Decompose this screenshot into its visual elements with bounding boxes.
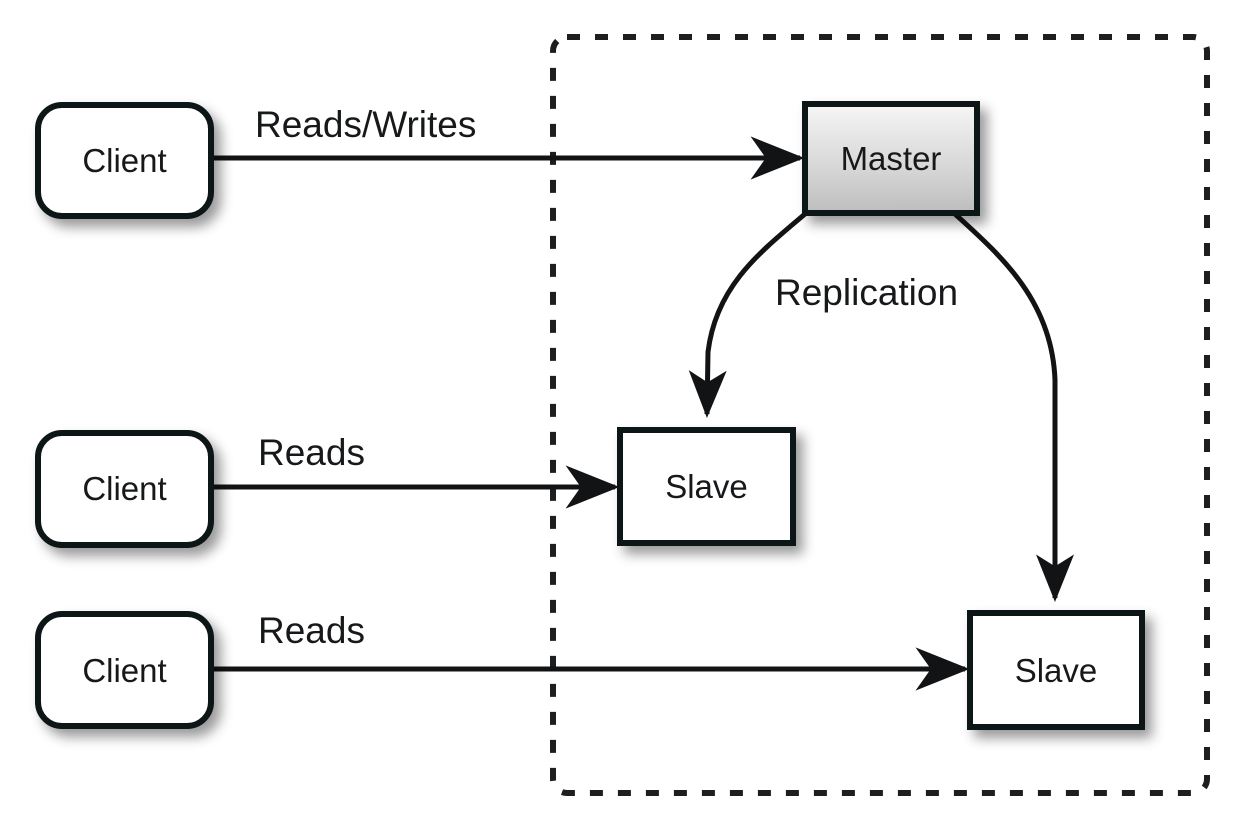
node-slave-1[interactable]: Slave: [617, 427, 796, 546]
slave-2-box[interactable]: [967, 610, 1145, 730]
client-2-label: Client: [82, 470, 166, 507]
node-client-3[interactable]: Client: [35, 611, 214, 729]
master-label: Master: [841, 140, 942, 177]
client-3-label: Client: [82, 652, 166, 689]
edge-master-to-slave1: [688, 212, 807, 418]
slave-2-label: Slave: [1015, 652, 1098, 689]
edge-curve-replication-right: [953, 212, 1074, 602]
slave-1-box[interactable]: [617, 427, 796, 546]
node-master[interactable]: Master: [802, 101, 980, 216]
node-client-2[interactable]: Client: [35, 430, 214, 548]
edge-label-reads-slave2: Reads: [258, 610, 365, 651]
slave-1-label: Slave: [665, 468, 748, 505]
client-3-box[interactable]: [35, 611, 214, 729]
master-box[interactable]: [802, 101, 980, 216]
node-client-1[interactable]: Client: [35, 102, 214, 219]
node-slave-2[interactable]: Slave: [967, 610, 1145, 730]
edge-label-replication: Replication: [775, 272, 958, 313]
client-1-box[interactable]: [35, 102, 214, 219]
client-1-label: Client: [82, 142, 166, 179]
edge-label-reads-writes: Reads/Writes: [255, 104, 476, 145]
edge-master-to-slave2: [953, 212, 1074, 602]
edge-label-reads-slave1: Reads: [258, 432, 365, 473]
edge-curve-replication-left: [688, 212, 807, 418]
client-2-box[interactable]: [35, 430, 214, 548]
replication-cluster-boundary: [550, 34, 1210, 796]
